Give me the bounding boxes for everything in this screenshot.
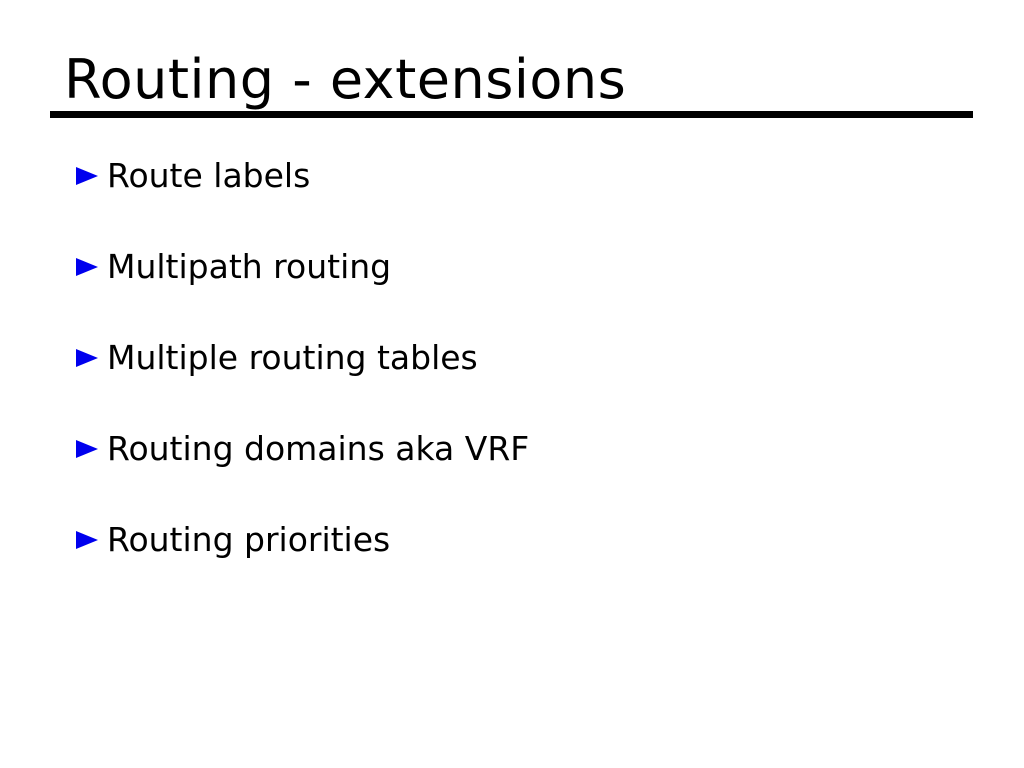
bullet-item: Multiple routing tables [0,338,1024,378]
bullet-label: Route labels [107,156,311,195]
triangle-right-icon [76,349,98,367]
bullet-item: Multipath routing [0,247,1024,287]
slide-title: Routing - extensions [64,48,627,111]
triangle-right-icon [76,531,98,549]
bullet-label: Routing domains aka VRF [107,429,530,468]
bullet-label: Routing priorities [107,520,391,559]
title-underline-rule [50,111,973,118]
bullet-item: Routing domains aka VRF [0,429,1024,469]
bullet-item: Route labels [0,156,1024,196]
bullet-label: Multipath routing [107,247,392,286]
triangle-right-icon [76,258,98,276]
triangle-right-icon [76,440,98,458]
bullet-item: Routing priorities [0,520,1024,560]
bullet-label: Multiple routing tables [107,338,478,377]
triangle-right-icon [76,167,98,185]
